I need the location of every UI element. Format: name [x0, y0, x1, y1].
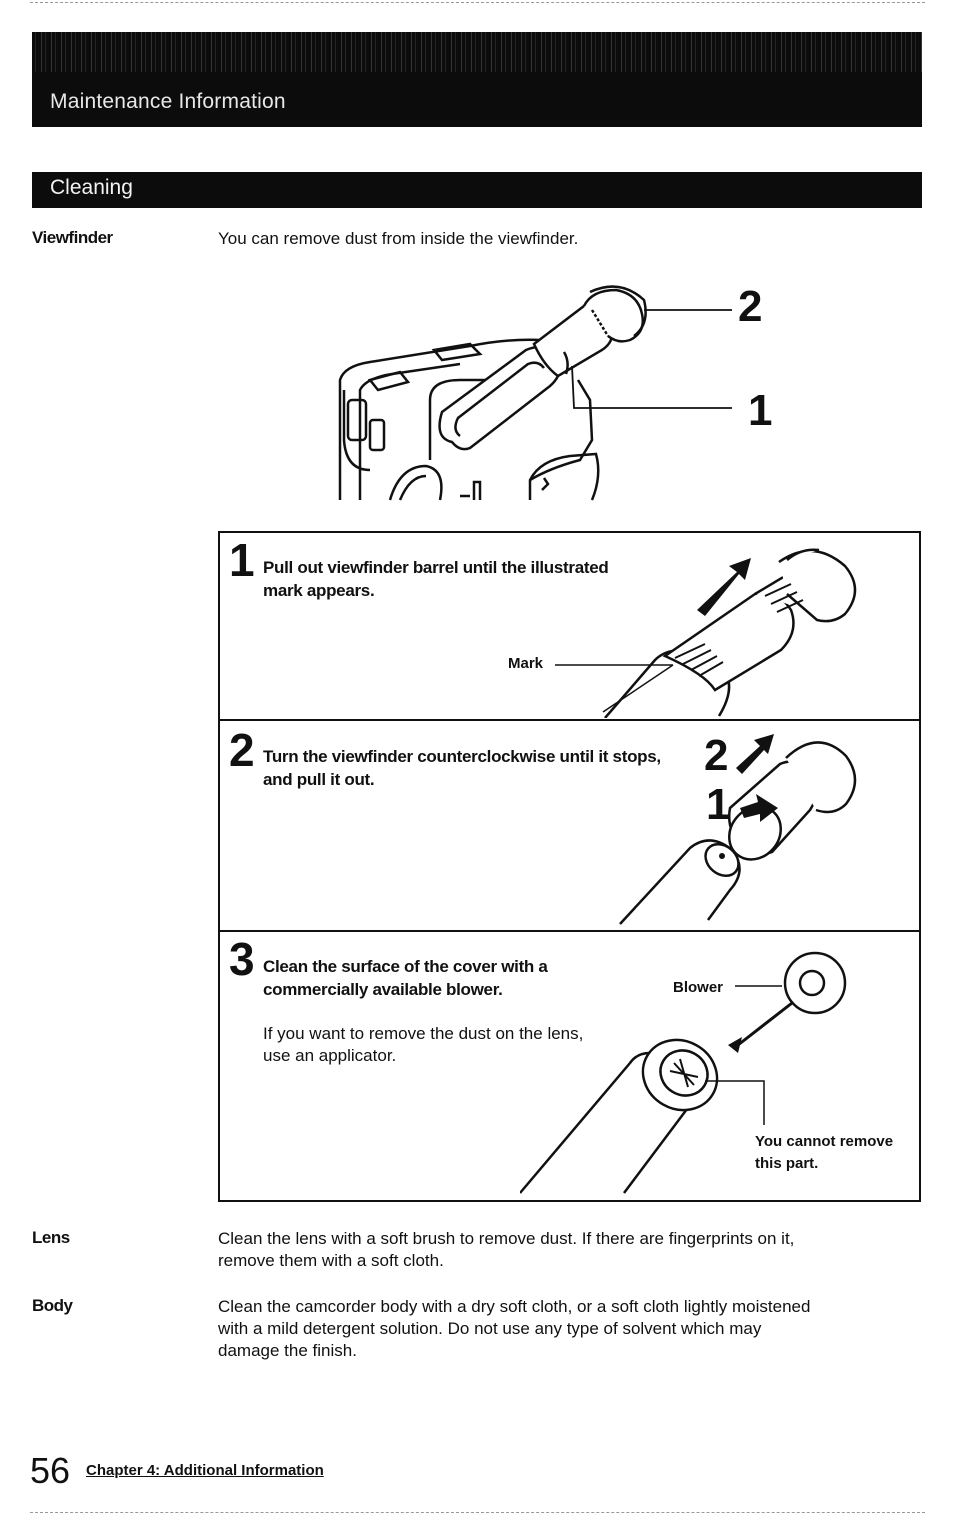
- part-note-line-2: this part.: [755, 1155, 819, 1172]
- viewfinder-intro: You can remove dust from inside the view…: [218, 229, 579, 248]
- step-2-illustration: [619, 734, 857, 925]
- step-2-line-1: Turn the viewfinder counterclockwise unt…: [263, 747, 661, 766]
- top-rule: [30, 2, 925, 3]
- viewfinder-label: Viewfinder: [32, 228, 113, 247]
- chapter-title: Chapter 4: Additional Information: [86, 1462, 324, 1479]
- step-1-illustration: [555, 548, 857, 718]
- body-line-2: with a mild detergent solution. Do not u…: [218, 1319, 762, 1338]
- step-3-box: [218, 930, 921, 1202]
- step-1-number: 1: [229, 534, 255, 586]
- bottom-rule: [30, 1512, 925, 1513]
- section-bar: [32, 172, 922, 208]
- step-2-callout-1: 1: [706, 780, 731, 829]
- lens-line-1: Clean the lens with a soft brush to remo…: [218, 1229, 795, 1248]
- step-2-number: 2: [229, 724, 255, 776]
- diagram-callout-2: 2: [738, 282, 763, 331]
- step-1-line-1: Pull out viewfinder barrel until the ill…: [263, 558, 609, 577]
- step-3-note-line-2: use an applicator.: [263, 1046, 397, 1065]
- step-2-line-2: and pull it out.: [263, 770, 375, 789]
- lens-label: Lens: [32, 1228, 70, 1247]
- step-2-callout-2: 2: [704, 731, 729, 780]
- step-3-line-2: commercially available blower.: [263, 980, 503, 999]
- diagram-callout-1: 1: [748, 386, 773, 435]
- step-3-line-1: Clean the surface of the cover with a: [263, 957, 548, 976]
- lens-line-2: remove them with a soft cloth.: [218, 1251, 444, 1270]
- body-line-3: damage the finish.: [218, 1341, 357, 1360]
- step-3-number: 3: [229, 933, 255, 985]
- part-note-line-1: You cannot remove: [755, 1133, 894, 1150]
- blower-label: Blower: [673, 979, 724, 996]
- header-texture: [32, 32, 922, 72]
- camcorder-illustration: [338, 285, 732, 501]
- step-1-line-2: mark appears.: [263, 581, 375, 600]
- section-title: Cleaning: [50, 176, 133, 199]
- page-header-title: Maintenance Information: [50, 90, 286, 113]
- mark-label: Mark: [508, 655, 544, 672]
- body-line-1: Clean the camcorder body with a dry soft…: [218, 1297, 811, 1316]
- body-label: Body: [32, 1296, 73, 1315]
- step-3-illustration: [520, 951, 847, 1194]
- step-3-note-line-1: If you want to remove the dust on the le…: [263, 1024, 584, 1043]
- page-number: 56: [30, 1450, 71, 1491]
